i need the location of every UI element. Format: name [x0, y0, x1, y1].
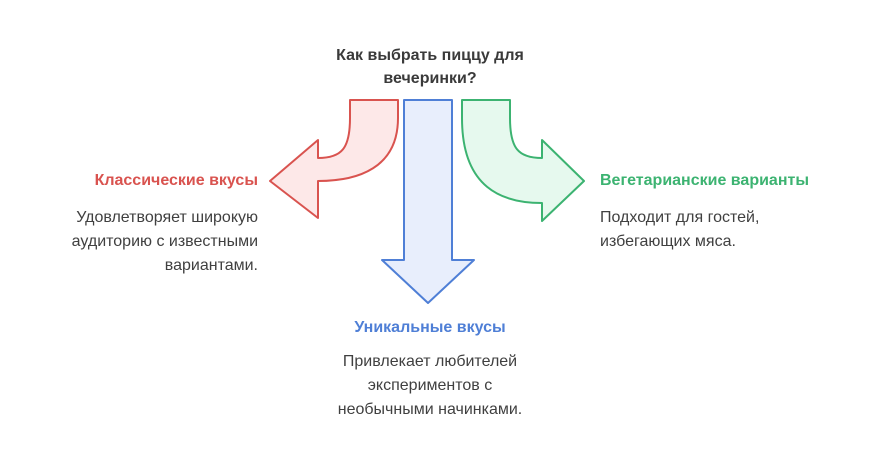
- heading-classic: Классические вкусы: [94, 172, 258, 189]
- arrow-left: [269, 99, 399, 219]
- desc-vegetarian: Подходит для гостей, избегающих мяса.: [600, 206, 759, 254]
- desc-unique-line-2: экспериментов с: [367, 377, 493, 394]
- desc-unique-line-1: Привлекает любителей: [342, 353, 518, 370]
- title-line-1: Как выбрать пиццу для: [336, 47, 524, 64]
- desc-classic: Удовлетворяет широкую аудиторию с извест…: [72, 206, 258, 278]
- heading-vegetarian: Вегетарианские варианты: [600, 172, 809, 189]
- desc-vegetarian-line-1: Подходит для гостей,: [600, 209, 760, 226]
- desc-unique: Привлекает любителей экспериментов с нео…: [300, 350, 560, 422]
- arrow-right: [461, 99, 585, 222]
- arrow-down: [381, 99, 475, 304]
- desc-vegetarian-line-2: избегающих мяса.: [600, 233, 736, 250]
- heading-unique: Уникальные вкусы: [354, 319, 506, 336]
- desc-classic-line-3: вариантами.: [164, 257, 258, 274]
- title-line-2: вечеринки?: [383, 70, 477, 87]
- desc-classic-line-2: аудиторию с известными: [71, 233, 258, 250]
- desc-unique-line-3: необычными начинками.: [337, 401, 523, 418]
- diagram-title: Как выбрать пиццу для вечеринки?: [300, 44, 560, 90]
- desc-classic-line-1: Удовлетворяет широкую: [76, 209, 258, 226]
